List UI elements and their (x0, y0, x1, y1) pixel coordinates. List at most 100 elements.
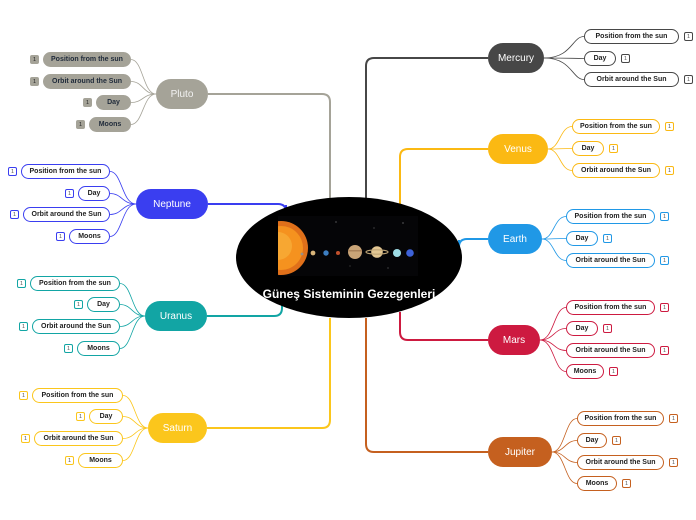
count-badge[interactable]: 1 (19, 391, 28, 400)
count-badge[interactable]: 1 (660, 303, 669, 312)
count-badge[interactable]: 1 (603, 324, 612, 333)
planet-node-uranus[interactable]: Uranus (145, 301, 207, 331)
subtopic-label: Day (99, 413, 113, 420)
count-badge[interactable]: 1 (19, 322, 28, 331)
subtopic-node[interactable]: Day (566, 321, 598, 336)
count-badge[interactable]: 1 (74, 300, 83, 309)
count-badge[interactable]: 1 (660, 212, 669, 221)
subtopic-label: Day (593, 55, 607, 62)
subtopic-node[interactable]: Moons (566, 364, 604, 379)
planet-node-mars[interactable]: Mars (488, 325, 540, 355)
subtopic-label: Day (107, 99, 120, 106)
subtopic-label: Position from the sun (580, 123, 652, 130)
subtopic-node[interactable]: Day (89, 409, 123, 424)
subtopic-node[interactable]: Moons (89, 117, 131, 132)
subtopic-node[interactable]: Position from the sun (577, 411, 664, 426)
subtopic-node[interactable]: Orbit around the Sun (566, 253, 655, 268)
count-badge[interactable]: 1 (10, 210, 19, 219)
count-badge[interactable]: 1 (609, 144, 618, 153)
count-badge[interactable]: 1 (669, 414, 678, 423)
subtopic-node[interactable]: Orbit around the Sun (566, 343, 655, 358)
subtopic-node[interactable]: Day (96, 95, 131, 110)
count-badge[interactable]: 1 (665, 122, 674, 131)
subtopic-node[interactable]: Orbit around the Sun (34, 431, 123, 446)
solar-system-image (278, 216, 418, 276)
count-badge[interactable]: 1 (56, 232, 65, 241)
count-badge[interactable]: 1 (30, 55, 39, 64)
count-badge[interactable]: 1 (76, 120, 85, 129)
subtopic-label: Orbit around the Sun (31, 211, 102, 218)
count-badge[interactable]: 1 (669, 458, 678, 467)
planet-node-neptune[interactable]: Neptune (136, 189, 208, 219)
count-badge[interactable]: 1 (684, 75, 693, 84)
subtopic-node[interactable]: Orbit around the Sun (23, 207, 110, 222)
subtopic-node[interactable]: Orbit around the Sun (577, 455, 664, 470)
subtopic-node[interactable]: Day (572, 141, 604, 156)
subtopic-label: Moons (78, 233, 101, 240)
count-badge[interactable]: 1 (83, 98, 92, 107)
subtopic-node[interactable]: Moons (78, 453, 123, 468)
subtopic-label: Orbit around the Sun (575, 347, 646, 354)
subtopic-node[interactable]: Day (584, 51, 616, 66)
subtopic-label: Orbit around the Sun (585, 459, 656, 466)
subtopic-label: Position from the sun (51, 56, 123, 63)
subtopic-node[interactable]: Moons (577, 476, 617, 491)
count-badge[interactable]: 1 (76, 412, 85, 421)
count-badge[interactable]: 1 (21, 434, 30, 443)
count-badge[interactable]: 1 (622, 479, 631, 488)
subtopic-label: Position from the sun (584, 415, 657, 422)
planet-node-saturn[interactable]: Saturn (148, 413, 207, 443)
subtopic-node[interactable]: Orbit around the Sun (584, 72, 679, 87)
subtopic-node[interactable]: Day (577, 433, 607, 448)
planet-node-jupiter[interactable]: Jupiter (488, 437, 552, 467)
count-badge[interactable]: 1 (603, 234, 612, 243)
count-badge[interactable]: 1 (65, 189, 74, 198)
count-badge[interactable]: 1 (684, 32, 693, 41)
subtopic-label: Day (585, 437, 599, 444)
subtopic-label: Position from the sun (41, 392, 114, 399)
planet-node-venus[interactable]: Venus (488, 134, 548, 164)
subtopic-node[interactable]: Position from the sun (30, 276, 120, 291)
subtopic-node[interactable]: Orbit around the Sun (572, 163, 660, 178)
central-title: Güneş Sisteminin Gezegenleri (262, 287, 436, 301)
count-badge[interactable]: 1 (30, 77, 39, 86)
subtopic-node[interactable]: Orbit around the Sun (32, 319, 120, 334)
subtopic-node[interactable]: Position from the sun (566, 209, 655, 224)
subtopic-node[interactable]: Position from the sun (566, 300, 655, 315)
count-badge[interactable]: 1 (64, 344, 73, 353)
planet-node-earth[interactable]: Earth (488, 224, 542, 254)
planet-label: Neptune (153, 198, 191, 210)
count-badge[interactable]: 1 (17, 279, 26, 288)
count-badge[interactable]: 1 (621, 54, 630, 63)
subtopic-node[interactable]: Orbit around the Sun (43, 74, 131, 89)
planet-node-mercury[interactable]: Mercury (488, 43, 544, 73)
subtopic-node[interactable]: Moons (77, 341, 120, 356)
subtopic-label: Orbit around the Sun (581, 167, 651, 174)
subtopic-label: Orbit around the Sun (596, 76, 667, 83)
planet-label: Saturn (162, 422, 193, 434)
count-badge[interactable]: 1 (65, 456, 74, 465)
subtopic-node[interactable]: Position from the sun (21, 164, 110, 179)
subtopic-node[interactable]: Position from the sun (43, 52, 131, 67)
subtopic-label: Day (575, 235, 589, 242)
subtopic-node[interactable]: Position from the sun (584, 29, 679, 44)
count-badge[interactable]: 1 (665, 166, 674, 175)
subtopic-node[interactable]: Day (78, 186, 110, 201)
count-badge[interactable]: 1 (609, 367, 618, 376)
subtopic-node[interactable]: Position from the sun (572, 119, 660, 134)
count-badge[interactable]: 1 (8, 167, 17, 176)
subtopic-label: Day (581, 145, 595, 152)
subtopic-node[interactable]: Day (87, 297, 120, 312)
subtopic-label: Orbit around the Sun (43, 435, 114, 442)
subtopic-label: Moons (585, 480, 609, 487)
count-badge[interactable]: 1 (612, 436, 621, 445)
count-badge[interactable]: 1 (660, 346, 669, 355)
subtopic-node[interactable]: Day (566, 231, 598, 246)
planet-label: Pluto (170, 88, 194, 100)
planet-node-pluto[interactable]: Pluto (156, 79, 208, 109)
subtopic-node[interactable]: Position from the sun (32, 388, 123, 403)
count-badge[interactable]: 1 (660, 256, 669, 265)
subtopic-node[interactable]: Moons (69, 229, 110, 244)
subtopic-label: Position from the sun (29, 168, 102, 175)
